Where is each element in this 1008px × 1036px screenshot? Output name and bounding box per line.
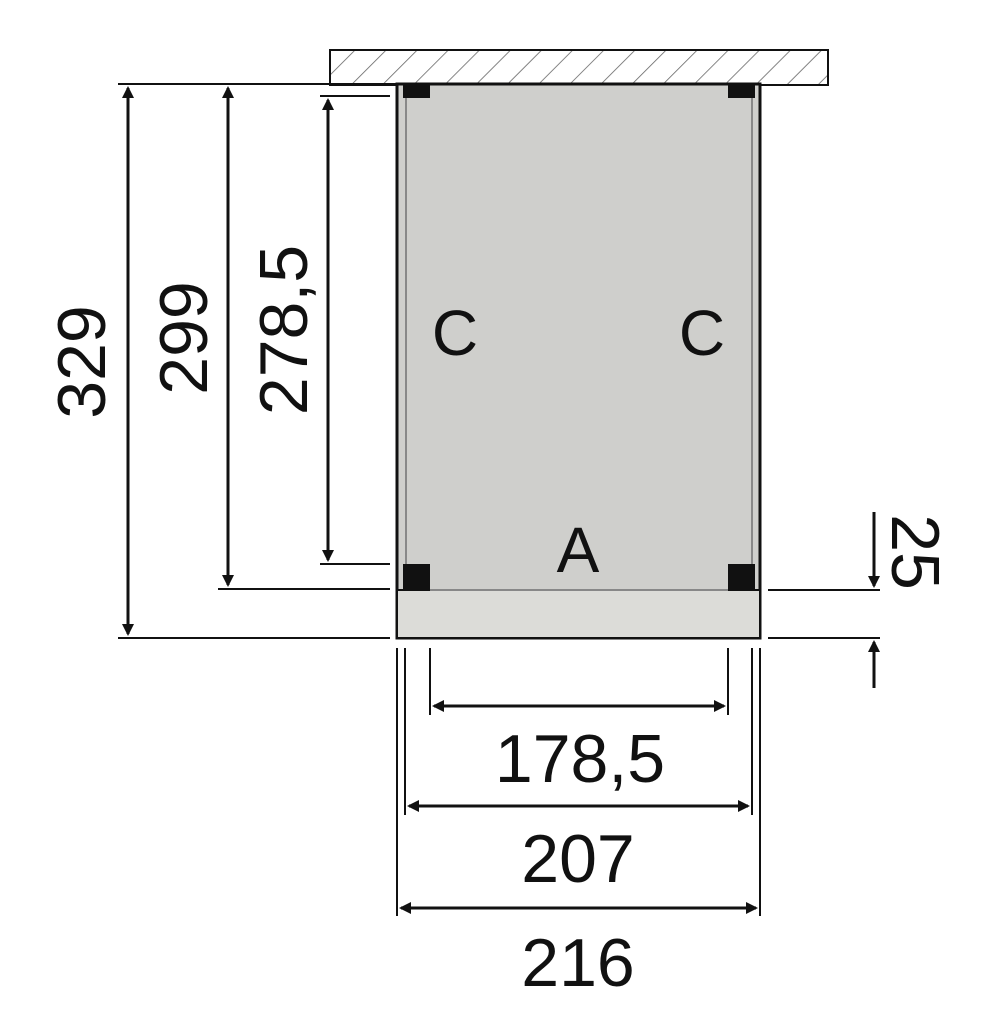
zone-label-right: C (679, 297, 725, 369)
dim-label-post-depth: 299 (146, 281, 222, 394)
dim-label-inner-depth: 278,5 (246, 245, 322, 415)
post-bottom-right (728, 564, 755, 591)
dim-label-inner-width: 178,5 (495, 721, 665, 797)
roof-area (395, 82, 762, 640)
zone-label-bottom: A (557, 514, 600, 586)
zone-label-left: C (432, 297, 478, 369)
post-bottom-left (403, 564, 430, 591)
dim-label-total-depth: 329 (44, 305, 120, 418)
dim-label-overhang: 25 (877, 514, 953, 590)
dim-label-total-width: 216 (521, 925, 634, 1001)
dim-label-post-width: 207 (521, 821, 634, 897)
overhang-strip (396, 589, 761, 639)
wall-hatched (329, 49, 829, 86)
post-top-left (403, 84, 430, 98)
post-top-right (728, 84, 755, 98)
